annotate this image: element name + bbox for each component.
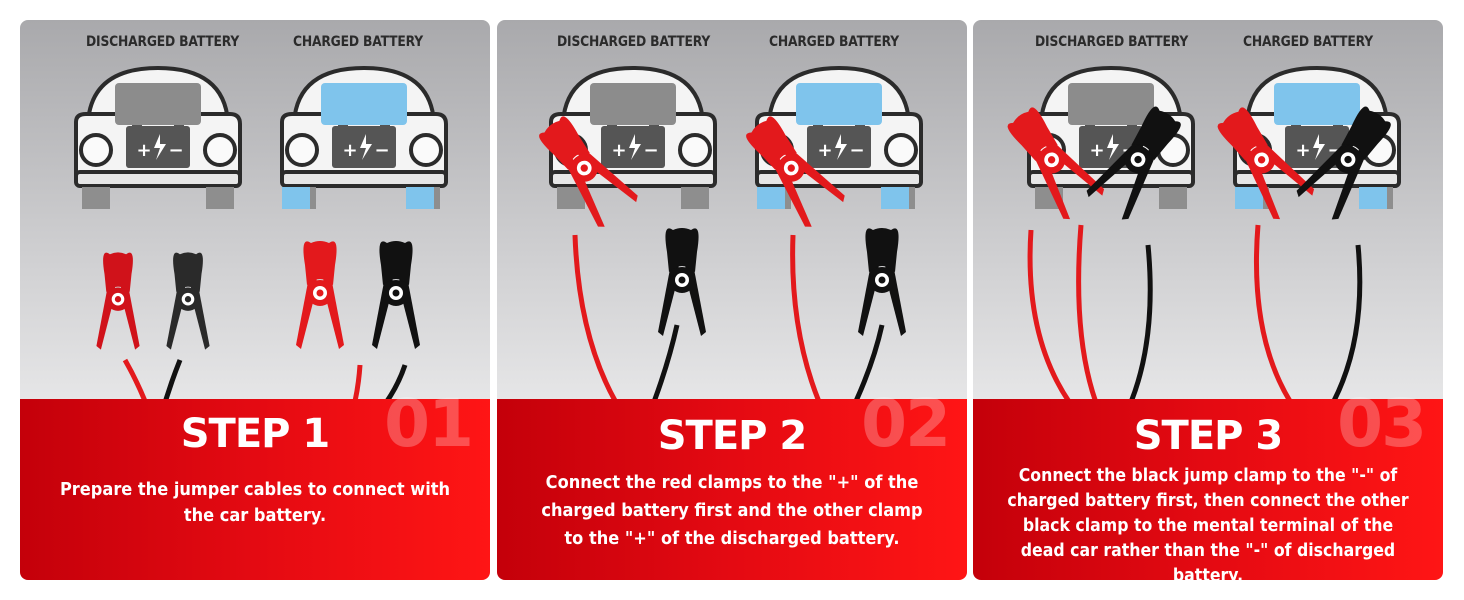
red-clamp-icon [96,252,140,350]
step-2-banner: 02 STEP 2 Connect the red clamps to the … [497,385,967,580]
step-description: Connect the black jump clamp to the "-" … [1007,466,1409,580]
discharged-battery-label: DISCHARGED BATTERY [1035,34,1189,50]
step-1-panel: DISCHARGED BATTERY CHARGED BATTERY 01 ST… [20,20,490,580]
step-number: 03 [1337,385,1427,462]
step-1-illustration [74,66,448,420]
step-3-illustration [999,66,1401,420]
step-2-panel: DISCHARGED BATTERY CHARGED BATTERY 02 ST… [497,20,967,580]
red-clamp-icon [296,241,344,349]
step-number: 01 [384,385,474,462]
discharged-battery-label: DISCHARGED BATTERY [557,34,711,50]
step-1-banner: 01 STEP 1 Prepare the jumper cables to c… [20,385,490,580]
charged-battery-label: CHARGED BATTERY [769,34,899,50]
step-description: Prepare the jumper cables to connect wit… [59,479,451,526]
discharged-battery-label: DISCHARGED BATTERY [86,34,240,50]
charged-battery-label: CHARGED BATTERY [1243,34,1373,50]
step-number: 02 [861,385,951,462]
black-clamp-icon [166,252,210,350]
black-clamp-icon [658,228,706,336]
black-clamp-icon [858,228,906,336]
step-description: Connect the red clamps to the "+" of the… [541,472,923,549]
charged-battery-label: CHARGED BATTERY [293,34,423,50]
step-3-banner: 03 STEP 3 Connect the black jump clamp t… [973,385,1443,580]
step-3-panel: DISCHARGED BATTERY CHARGED BATTERY 03 ST… [973,20,1443,580]
step-title: STEP 1 [180,411,331,457]
step-title: STEP 2 [657,413,808,459]
step-title: STEP 3 [1133,413,1284,459]
step-2-illustration [530,66,923,420]
black-clamp-icon [372,241,420,349]
